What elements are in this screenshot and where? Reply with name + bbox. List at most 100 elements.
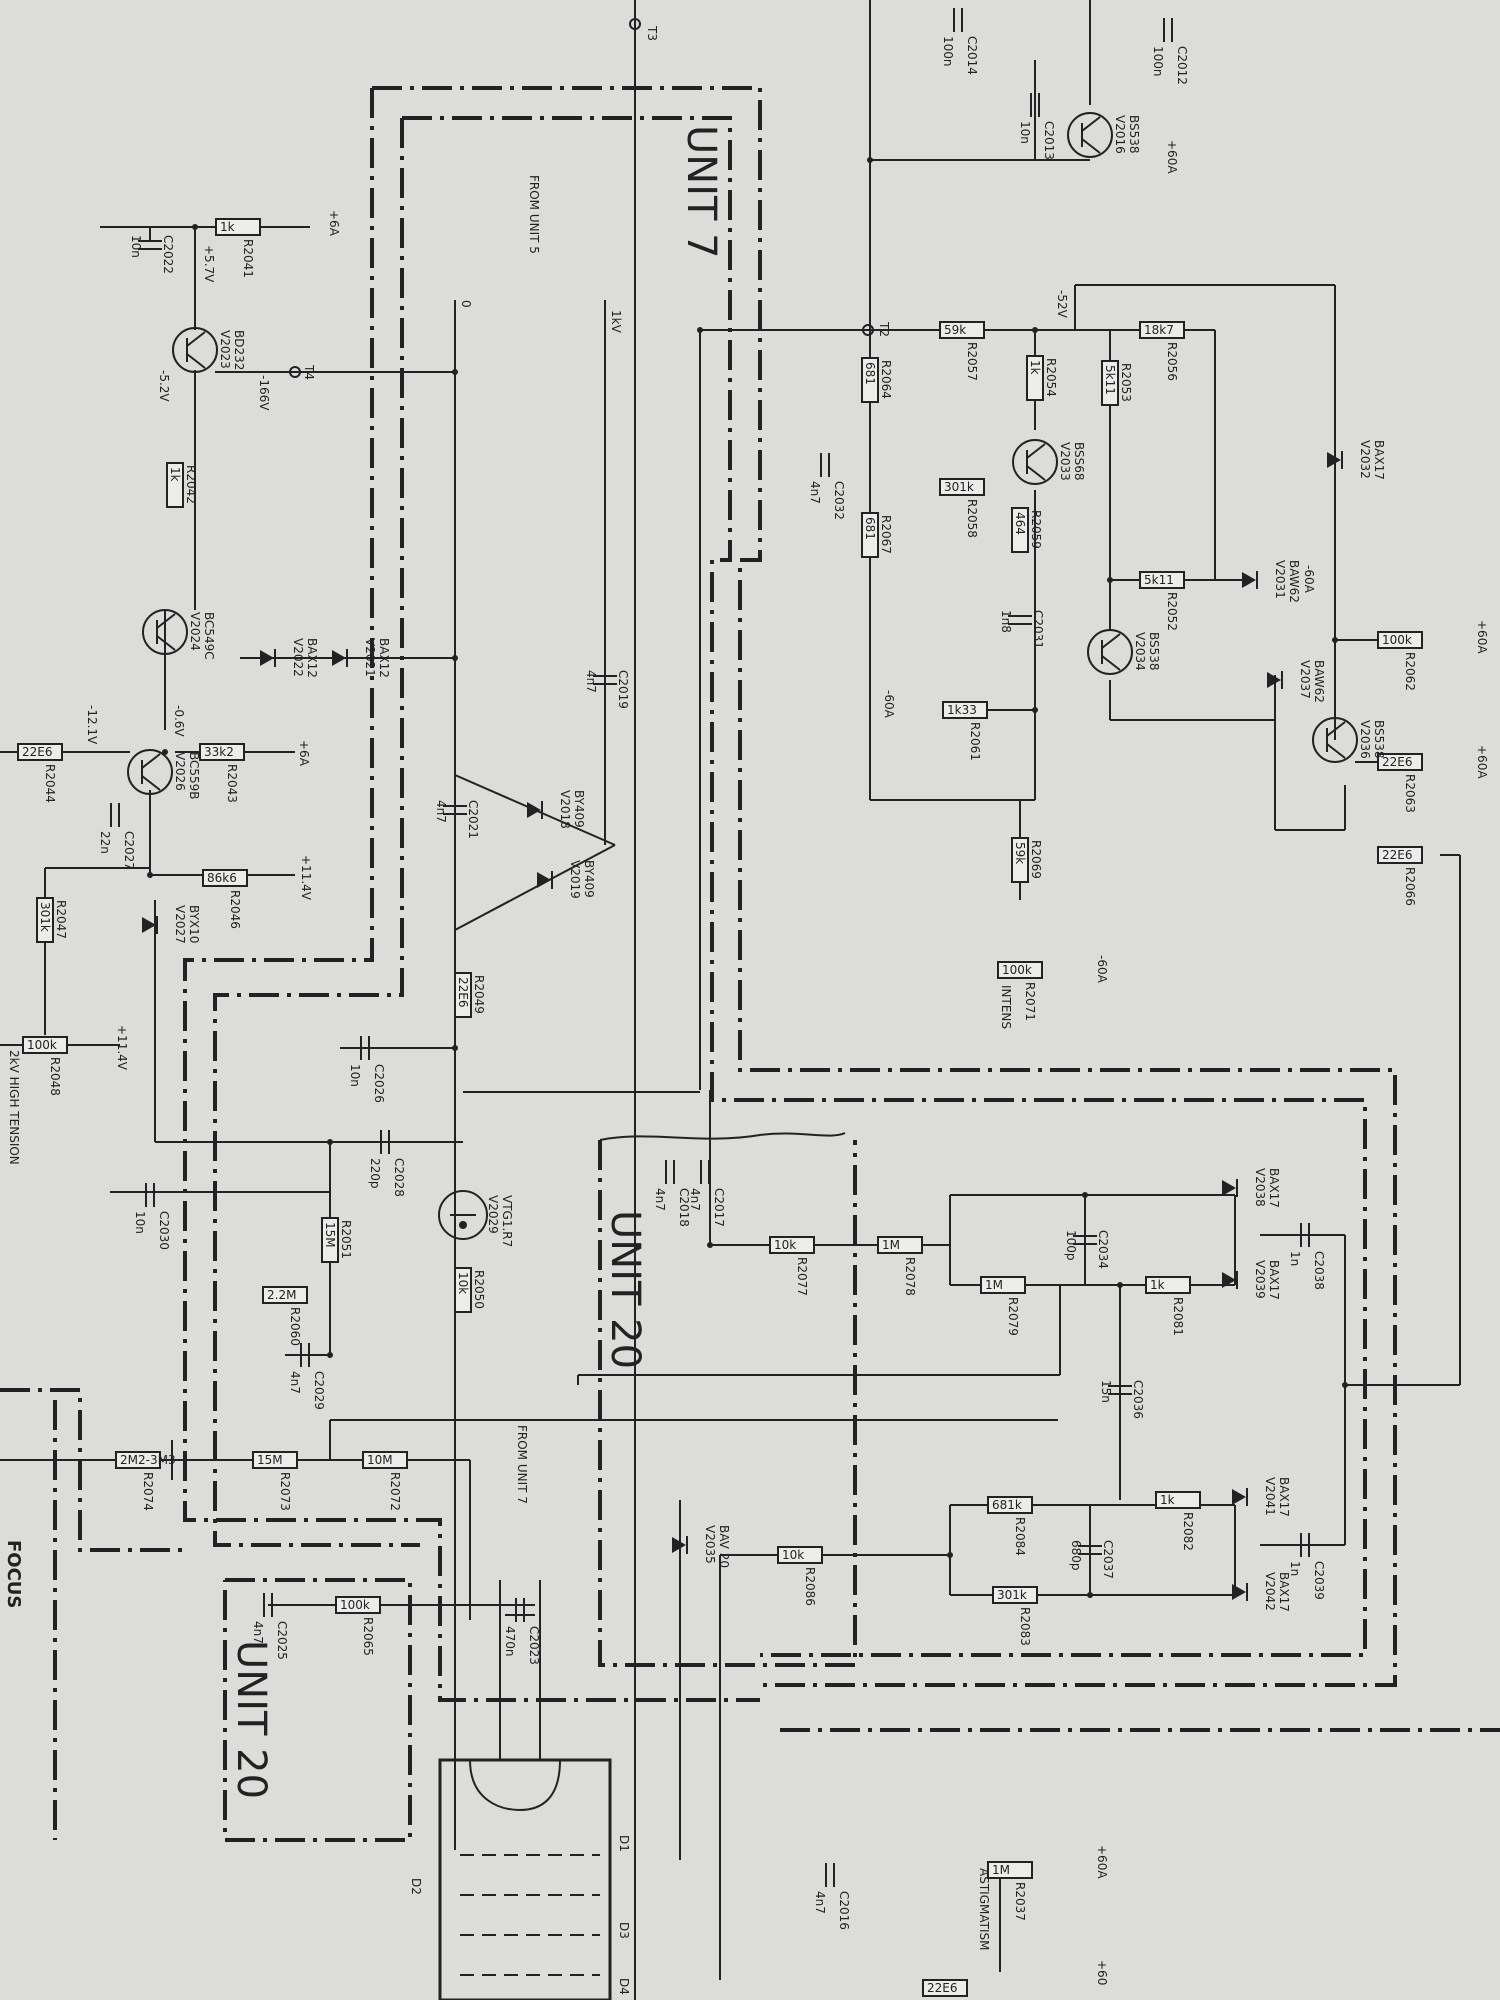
resistor-value: 301k [944,480,974,494]
v-p57: +5.7V [202,245,216,283]
semi-type: BC559B [187,752,201,800]
v-m06: -0.6V [172,705,186,737]
resistor-value: 301k [997,1588,1027,1602]
capacitor-value: 100n [941,36,955,67]
junction-dots [147,18,1348,1598]
capacitor-value: 4n7 [434,800,448,823]
semi-type: BAX17 [1372,440,1386,480]
resistor-value: 1k33 [947,703,977,717]
from-unit5-note: FROM UNIT 5 [527,175,541,254]
resistor-ref: R2082 [1181,1512,1195,1551]
capacitor-ref: C2022 [161,235,175,274]
resistor-ref: R2067 [879,515,893,554]
capacitor-value: 100n [1151,46,1165,77]
semi-type: VTG1.R7 [500,1195,514,1247]
semi-type: BSS68 [1072,442,1086,481]
resistor-ref: R2057 [965,342,979,381]
semi-ref: V2016 [1113,115,1127,154]
unit7-label: UNIT 7 [678,125,724,259]
resistor-ref: R2063 [1403,774,1417,813]
capacitor-value: 4n7 [813,1891,827,1914]
capacitor-value: 4n7 [808,481,822,504]
resistor-ref: R2069 [1029,840,1043,879]
crt-neck [438,1580,612,2000]
resistor-ref: R2060 [288,1307,302,1346]
semi-ref: V2023 [218,330,232,369]
resistor-ref: R2062 [1403,652,1417,691]
t4-label: T4 [302,364,316,380]
resistor-value: 2M2-3M3 [120,1453,176,1467]
semi-type: BY409 [582,860,596,898]
semi-ref: V2022 [291,638,305,677]
capacitor-ref: C2030 [157,1211,171,1250]
tube-v2029 [438,1190,488,1240]
unit20-label-center: UNIT 20 [602,1210,648,1369]
capacitor-value: 22n [98,831,112,854]
v-m52v: -52V [1055,290,1069,319]
semi-type: BAX12 [377,638,391,678]
resistor-value: 301k [38,902,52,932]
v-p114b: +11.4V [115,1025,129,1071]
resistor-ref: R2073 [278,1472,292,1511]
unit20-label-left: UNIT 20 [228,1640,274,1799]
capacitor-value: 4n7 [251,1621,265,1644]
resistor-ref: R2054 [1044,358,1058,397]
t2-label: T2 [877,321,891,337]
semi-ref: V2026 [173,752,187,791]
semi-ref: V2018 [558,790,572,829]
semi-ref: V2019 [568,860,582,899]
resistor-value: 464 [1013,512,1027,535]
semi-ref: V2024 [188,612,202,651]
capacitors: C202210nC202722nC20194n7C20214n7C202610n… [98,8,1326,1930]
capacitor-value: 680p [1069,1540,1083,1571]
semi-type: BS538 [1147,632,1161,671]
resistor-value: 10M [367,1453,393,1467]
capacitor-ref: C2029 [312,1371,326,1410]
capacitor-ref: C2034 [1096,1230,1110,1269]
resistor-ref: R2049 [472,975,486,1014]
resistor-value: 100k [340,1598,370,1612]
resistor-value: 15M [257,1453,283,1467]
semi-ref: V2039 [1253,1260,1267,1299]
resistor-value: 1M [992,1863,1010,1877]
resistor-r2038: 22E6R2038 [922,1979,968,1997]
capacitor-ref: C2018 [677,1188,691,1227]
v-p6a-2: +6A [297,740,311,767]
capacitor-value: 1n8 [999,610,1013,633]
resistor-ref: R2051 [339,1220,353,1259]
v-p60a-3: +60A [1475,745,1489,779]
resistor-ref: R2052 [1165,592,1179,631]
semi-ref: V2037 [1298,660,1312,699]
resistor-ref: R2071 [1023,982,1037,1021]
